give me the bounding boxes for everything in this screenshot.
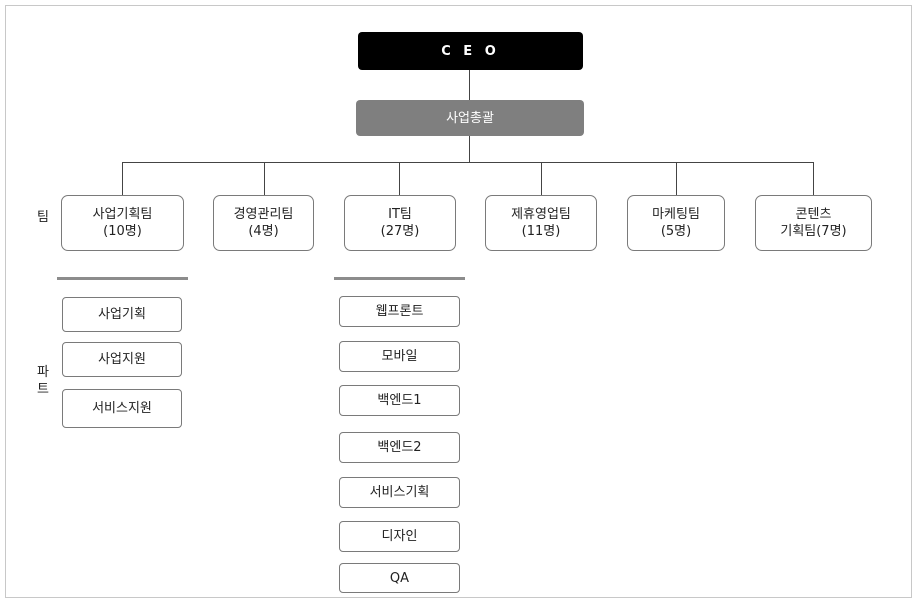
part-box-business: 사업지원 — [62, 342, 182, 377]
part-box-it: 모바일 — [339, 341, 460, 372]
part-row-label-top: 파 — [37, 365, 49, 380]
team-box-management: 경영관리팀 (4명) — [213, 195, 314, 251]
business-parts-separator — [57, 277, 188, 280]
part-box-it: 웹프론트 — [339, 296, 460, 327]
ceo-box: C E O — [358, 32, 583, 70]
team-box-partnership-sales: 제휴영업팀 (11명) — [485, 195, 597, 251]
team-box-it: IT팀 (27명) — [344, 195, 456, 251]
connector-team-2 — [264, 162, 265, 195]
connector-ceo-gm — [469, 69, 470, 101]
chart-frame — [5, 5, 912, 598]
connector-gm-bus — [469, 136, 470, 163]
connector-team-6 — [813, 162, 814, 195]
team-box-marketing: 마케팅팀 (5명) — [627, 195, 725, 251]
team-row-label: 팀 — [37, 210, 49, 225]
part-row-label-bottom: 트 — [37, 382, 49, 397]
connector-team-1 — [122, 162, 123, 195]
connector-team-3 — [399, 162, 400, 195]
part-box-business: 사업기획 — [62, 297, 182, 332]
part-box-it: 서비스기획 — [339, 477, 460, 508]
part-box-it: 백엔드2 — [339, 432, 460, 463]
part-box-it: 디자인 — [339, 521, 460, 552]
connector-team-4 — [541, 162, 542, 195]
team-box-content-planning: 콘텐츠 기획팀(7명) — [755, 195, 872, 251]
general-manager-box: 사업총괄 — [356, 100, 584, 136]
connector-team-5 — [676, 162, 677, 195]
team-box-business-planning: 사업기획팀 (10명) — [61, 195, 184, 251]
part-box-business: 서비스지원 — [62, 389, 182, 428]
part-box-it: QA — [339, 563, 460, 593]
connector-bus — [122, 162, 814, 163]
part-box-it: 백엔드1 — [339, 385, 460, 416]
it-parts-separator — [334, 277, 465, 280]
